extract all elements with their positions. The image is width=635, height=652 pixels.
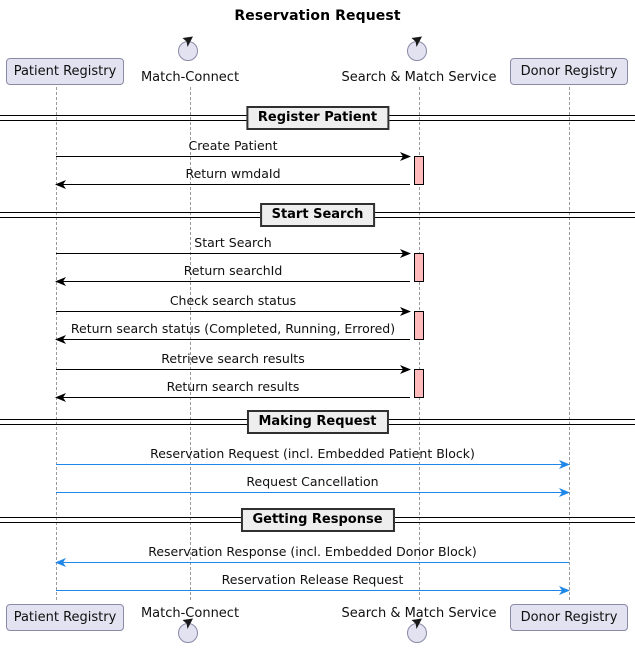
message-line (56, 590, 569, 591)
group-divider-start-search: Start Search (0, 203, 635, 227)
arrowhead-left-icon (55, 180, 66, 189)
arrowhead-right-icon (400, 152, 411, 161)
lifeline-patient-registry (56, 87, 57, 600)
control-arrow-icon (182, 618, 193, 629)
message-line (56, 253, 410, 254)
arrowhead-right-icon (559, 460, 570, 469)
control-arrow-icon (411, 618, 422, 629)
activation-bar-start-search (414, 253, 424, 282)
group-label-register-patient: Register Patient (245, 106, 390, 130)
activation-bar-register (414, 156, 424, 185)
message-line (56, 397, 410, 398)
arrowhead-left-icon (55, 335, 66, 344)
control-circle-icon (406, 618, 432, 644)
participant-match-connect-bottom[interactable]: Match-Connect (140, 606, 240, 621)
message-label-start-search: Start Search (194, 235, 272, 250)
message-label-return-searchid: Return searchId (183, 263, 283, 278)
message-label-return-search-status: Return search status (Completed, Running… (70, 321, 396, 336)
message-line (56, 281, 410, 282)
activation-bar-retrieve-results (414, 369, 424, 398)
control-arrow-icon (411, 36, 422, 47)
group-divider-register-patient: Register Patient (0, 106, 635, 130)
arrowhead-right-icon (559, 488, 570, 497)
message-line (56, 562, 569, 563)
control-circle-icon (406, 36, 432, 62)
participant-match-connect-top[interactable]: Match-Connect (140, 70, 240, 85)
participant-donor-registry-top[interactable]: Donor Registry (510, 58, 628, 85)
message-label-return-search-results: Return search results (166, 379, 300, 394)
arrowhead-left-icon (55, 393, 66, 402)
lifeline-search-match-service (419, 87, 420, 600)
participant-patient-registry-top[interactable]: Patient Registry (6, 58, 124, 85)
lifeline-donor-registry (569, 87, 570, 600)
message-line (56, 464, 569, 465)
message-label-reservation-request: Reservation Request (incl. Embedded Pati… (150, 446, 475, 461)
arrowhead-right-icon (559, 586, 570, 595)
group-label-start-search: Start Search (259, 203, 376, 227)
lifeline-match-connect (190, 87, 191, 600)
arrowhead-right-icon (400, 249, 411, 258)
group-divider-getting-response: Getting Response (0, 508, 635, 532)
group-label-getting-response: Getting Response (240, 508, 395, 532)
participant-patient-registry-bottom[interactable]: Patient Registry (6, 604, 124, 631)
arrowhead-right-icon (400, 307, 411, 316)
message-line (56, 369, 410, 370)
control-arrow-icon (182, 36, 193, 47)
message-line (56, 184, 410, 185)
group-label-making-request: Making Request (246, 410, 389, 434)
diagram-title: Reservation Request (234, 8, 401, 24)
message-line (56, 311, 410, 312)
participant-donor-registry-bottom[interactable]: Donor Registry (510, 604, 628, 631)
participant-search-match-service-bottom[interactable]: Search & Match Service (341, 606, 497, 621)
message-label-retrieve-search-results: Retrieve search results (161, 351, 305, 366)
control-circle-icon (177, 36, 203, 62)
control-circle-icon (177, 618, 203, 644)
activation-bar-check-status (414, 311, 424, 340)
message-label-return-wmdaid: Return wmdaId (185, 166, 281, 181)
message-label-request-cancellation: Request Cancellation (246, 474, 379, 489)
participant-search-match-service-top[interactable]: Search & Match Service (341, 70, 497, 85)
message-label-check-search-status: Check search status (169, 293, 297, 308)
group-divider-making-request: Making Request (0, 410, 635, 434)
message-label-reservation-response: Reservation Response (incl. Embedded Don… (148, 544, 477, 559)
message-label-reservation-release-request: Reservation Release Request (221, 572, 404, 587)
arrowhead-left-icon (55, 558, 66, 567)
message-line (56, 339, 410, 340)
message-line (56, 492, 569, 493)
message-line (56, 156, 410, 157)
arrowhead-right-icon (400, 365, 411, 374)
message-label-create-patient: Create Patient (188, 138, 278, 153)
arrowhead-left-icon (55, 277, 66, 286)
